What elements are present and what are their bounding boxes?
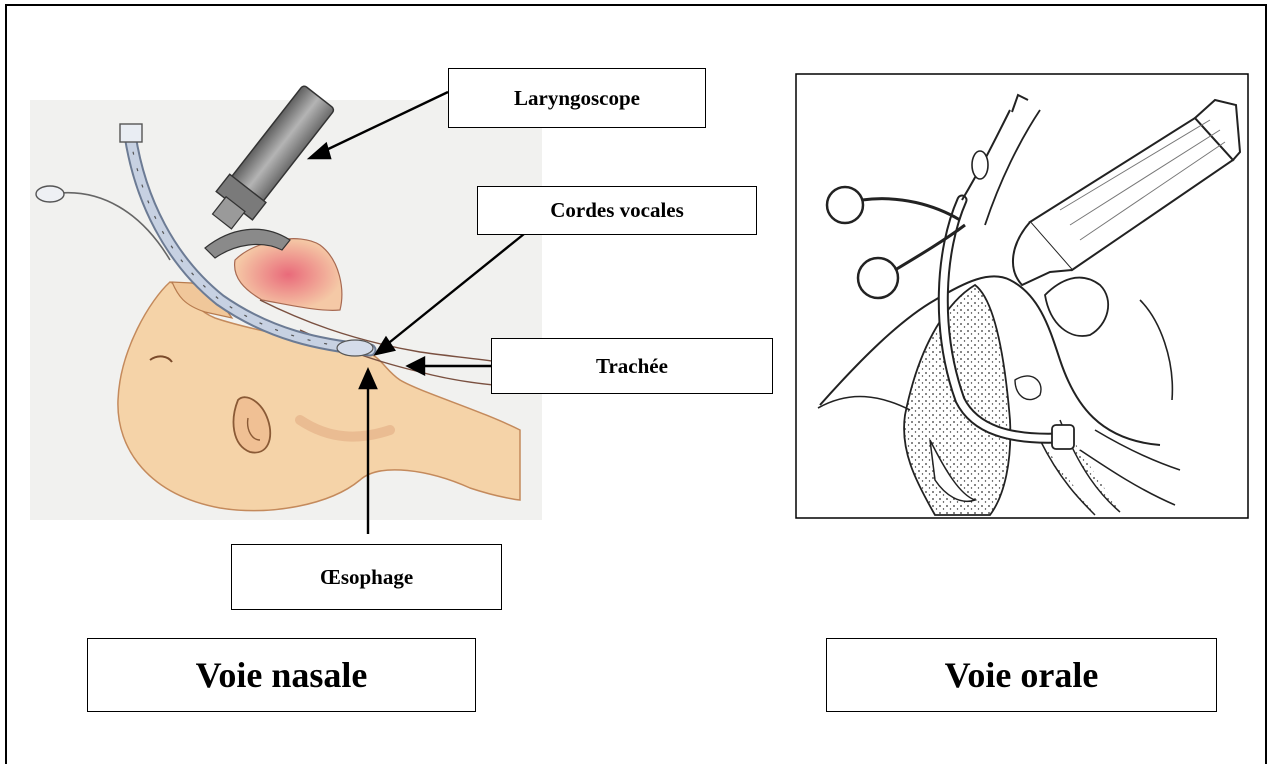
label-trachee: Trachée bbox=[491, 338, 773, 394]
label-laryngoscope-text: Laryngoscope bbox=[514, 86, 640, 111]
caption-voie-nasale-text: Voie nasale bbox=[196, 654, 368, 696]
tube-connector bbox=[120, 124, 142, 142]
caption-voie-orale: Voie orale bbox=[826, 638, 1217, 712]
caption-voie-nasale: Voie nasale bbox=[87, 638, 476, 712]
tube-cuff bbox=[337, 340, 373, 356]
label-trachee-text: Trachée bbox=[596, 354, 668, 379]
label-cordes-vocales-text: Cordes vocales bbox=[550, 198, 684, 223]
label-cordes-vocales: Cordes vocales bbox=[477, 186, 757, 235]
oral-pilot-balloon bbox=[972, 151, 988, 179]
label-oesophage-text: Œsophage bbox=[320, 565, 413, 590]
label-oesophage: Œsophage bbox=[231, 544, 502, 610]
pilot-balloon bbox=[36, 186, 64, 202]
oral-route-illustration bbox=[796, 74, 1248, 518]
caption-voie-orale-text: Voie orale bbox=[945, 654, 1099, 696]
nasal-route-illustration bbox=[30, 83, 542, 520]
label-laryngoscope: Laryngoscope bbox=[448, 68, 706, 128]
oral-tube-cuff bbox=[1052, 425, 1074, 449]
